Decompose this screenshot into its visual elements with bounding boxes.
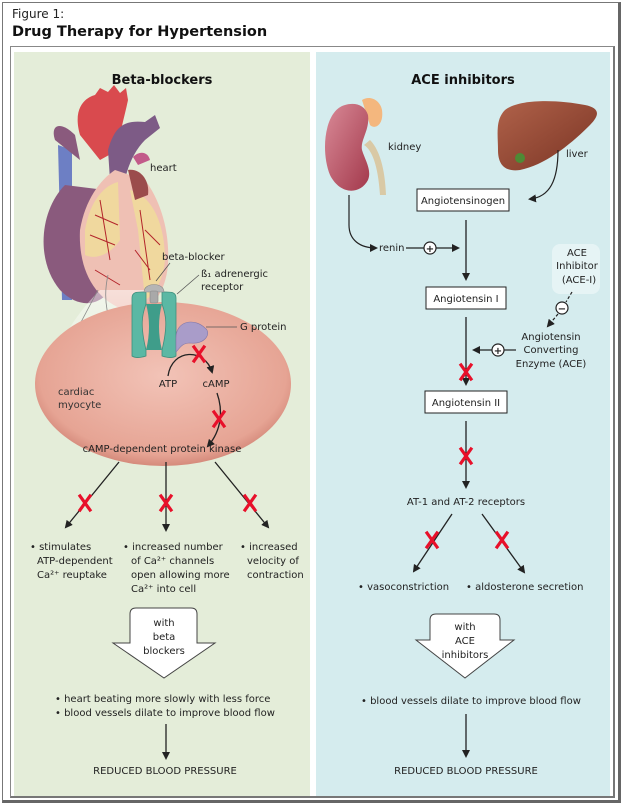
effect-1-line: Ca²⁺ reuptake — [37, 570, 107, 581]
angiotensin-2-box — [424, 390, 508, 414]
angiotensin-2-label: Angiotensin II — [432, 398, 500, 409]
kidney-icon — [325, 98, 386, 195]
camp-label: cAMP — [203, 379, 230, 390]
beta-blocker-leader — [155, 262, 171, 282]
block-marks — [77, 344, 510, 550]
angiotensinogen-box — [416, 188, 510, 212]
kidney-arrow — [348, 195, 378, 252]
block-x-icon — [424, 530, 440, 550]
liver-label: liver — [566, 149, 589, 160]
cell-label-line1: cardiac — [58, 387, 94, 398]
renin-label: renin — [379, 243, 405, 254]
block-x-icon — [77, 493, 93, 513]
liver-arrow — [528, 149, 559, 203]
effect-3-line: • increased — [240, 542, 298, 553]
beta-result: REDUCED BLOOD PRESSURE — [93, 766, 237, 777]
beta-panel-title: Beta-blockers — [112, 73, 213, 88]
ace-arrow-line: inhibitors — [442, 650, 489, 661]
beta-outcome: • blood vessels dilate to improve blood … — [55, 708, 275, 719]
ace-effect-vasoconstriction: • vasoconstriction — [358, 582, 449, 593]
beta-blocker-drug-icon — [143, 284, 165, 304]
block-x-icon — [158, 493, 174, 513]
block-x-icon — [458, 446, 474, 466]
beta-blocker-label: beta-blocker — [162, 252, 225, 263]
kidney-label: kidney — [388, 142, 421, 153]
effect-arrow-3 — [214, 461, 270, 529]
effect-3-line: contraction — [247, 570, 304, 581]
ace-result: REDUCED BLOOD PRESSURE — [394, 766, 538, 777]
g-protein-icon — [175, 321, 209, 353]
block-x-icon — [242, 493, 258, 513]
with-beta-blockers-arrow — [111, 607, 217, 679]
cardiac-myocyte-cell — [35, 302, 291, 466]
beta1-receptor-icon — [131, 291, 177, 358]
ace-i-dash-1 — [565, 291, 573, 303]
angiotensinogen-label: Angiotensinogen — [421, 196, 505, 207]
beta-arrow-line: blockers — [143, 646, 185, 657]
ace-inhibitor-line: ACE — [567, 248, 587, 259]
ace-outcome: • blood vessels dilate to improve blood … — [361, 696, 581, 707]
effect-1-line: • stimulates — [30, 542, 91, 553]
figure-label: Figure 1: — [12, 7, 65, 21]
ace-arrow-line: ACE — [455, 636, 475, 647]
ace-effect-aldosterone: • aldosterone secretion — [466, 582, 583, 593]
atp-to-camp-arrow — [167, 353, 215, 377]
angiotensin-1-label: Angiotensin I — [433, 294, 498, 305]
receptors-label: AT-1 and AT-2 receptors — [407, 497, 525, 508]
g-protein-label: G protein — [240, 322, 286, 333]
block-x-icon — [211, 409, 227, 429]
ace-label-line: Enzyme (ACE) — [516, 359, 587, 370]
ace-i-inhibit-arrow — [546, 313, 559, 328]
block-x-icon — [191, 344, 207, 364]
liver-icon — [497, 101, 597, 171]
ace-inhibitor-bubble — [552, 244, 600, 294]
ace-i-minus-sign: − — [558, 304, 566, 315]
effect-1-line: ATP-dependent — [37, 556, 113, 567]
kinase-label: cAMP-dependent protein kinase — [83, 444, 242, 455]
effect-2-line: open allowing more — [131, 570, 230, 581]
ace-i-minus-icon — [555, 301, 569, 315]
block-x-icon — [494, 530, 510, 550]
receptor-label-line1: ß₁ adrenergic — [201, 269, 268, 280]
receptor-label-line2: receptor — [201, 282, 244, 293]
receptor-leader — [176, 274, 200, 295]
beta-outcome: • heart beating more slowly with less fo… — [55, 694, 270, 705]
effect-3: • increased velocity of contraction — [240, 542, 304, 581]
ace-arrow-line: with — [454, 622, 475, 633]
beta-arrow-line: with — [153, 618, 174, 629]
ace-inhibitor-line: (ACE-I) — [562, 275, 596, 286]
renin-plus-sign: + — [426, 244, 434, 255]
effect-2: • increased number of Ca²⁺ channels open… — [123, 542, 230, 595]
effect-2-line: of Ca²⁺ channels — [131, 556, 214, 567]
block-x-icon — [458, 362, 474, 382]
effect-2-line: Ca²⁺ into cell — [131, 584, 196, 595]
effect-arrow-1 — [64, 461, 120, 529]
effect-3-line: velocity of — [247, 556, 299, 567]
ace-panel-title: ACE inhibitors — [411, 73, 515, 88]
heart-icon — [43, 85, 169, 311]
effect-2-line: • increased number — [123, 542, 224, 553]
beta-arrow-line: beta — [153, 632, 176, 643]
ace-label-line: Angiotensin — [521, 332, 580, 343]
angiotensin-1-box — [425, 286, 507, 310]
ace-label-line: Converting — [523, 345, 578, 356]
cell-label-line2: myocyte — [58, 400, 101, 411]
heart-label: heart — [150, 163, 177, 174]
figure-title: Drug Therapy for Hypertension — [12, 24, 268, 40]
with-ace-inhibitors-arrow — [414, 613, 516, 679]
effect-1: • stimulates ATP-dependent Ca²⁺ reuptake — [30, 542, 113, 581]
atp-label: ATP — [159, 379, 177, 390]
ace-plus-sign: + — [494, 346, 502, 357]
ace-inhibitor-line: Inhibitor — [556, 261, 599, 272]
